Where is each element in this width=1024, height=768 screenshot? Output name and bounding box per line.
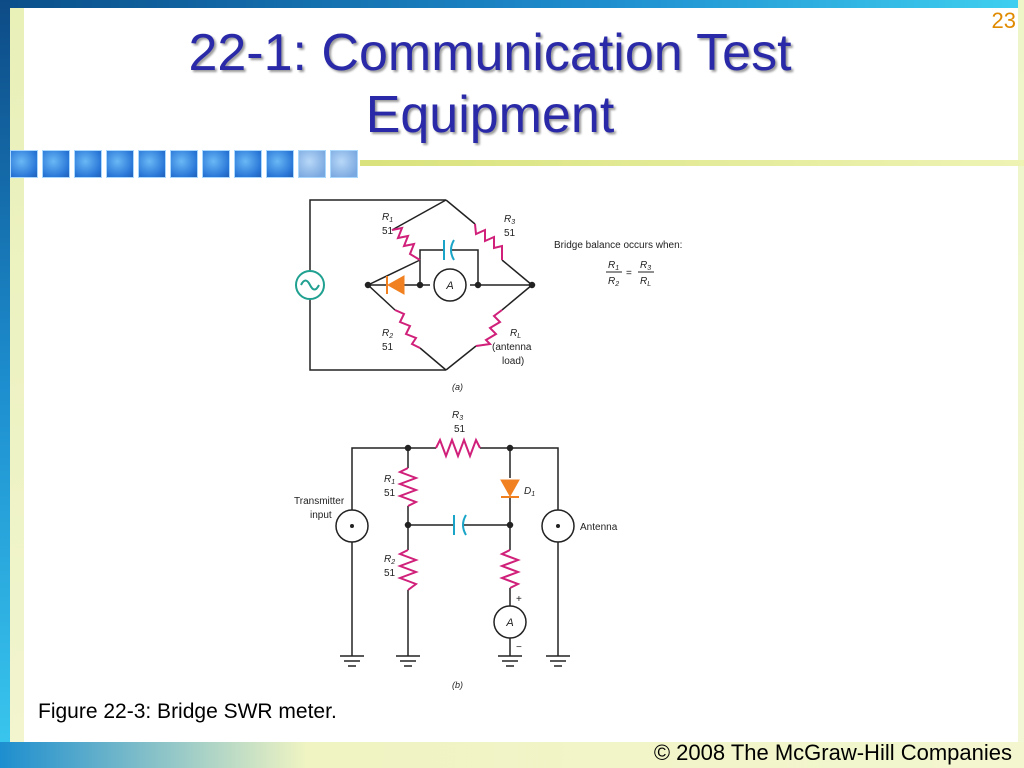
square-decoration [74, 150, 102, 178]
square-decoration [234, 150, 262, 178]
right-border [1018, 0, 1024, 768]
meter-minus-sign: − [516, 642, 522, 653]
bottom-border [0, 742, 1024, 768]
junction-dot [506, 521, 514, 529]
ground-icon [546, 655, 570, 667]
eq-num-right: R3 [640, 260, 651, 272]
antenna-dot [556, 524, 560, 528]
eq-num-left: R1 [608, 260, 619, 272]
title-rule [360, 160, 1024, 166]
resistor-r1-b-icon [397, 467, 419, 507]
junction-dot [528, 281, 536, 289]
top-border [0, 0, 1024, 8]
eq-equals: = [626, 268, 632, 279]
square-decoration [330, 150, 358, 178]
r1-b-label: R1 [384, 474, 395, 486]
r3-label: R3 [504, 214, 515, 226]
capacitor-curve-b-icon [462, 514, 467, 536]
wire [501, 284, 533, 311]
resistor-r1-icon [391, 226, 421, 261]
resistor-r3-b-icon [435, 437, 481, 459]
wire [445, 345, 477, 371]
bridge-swr-diagram: A R1 51 R3 51 R2 51 RL (antenna load) (a… [294, 199, 682, 690]
antenna-label: Antenna [580, 522, 618, 533]
ground-icon [340, 655, 364, 667]
junction-dot [364, 281, 372, 289]
slide-title: 22-1: Communication Test Equipment [40, 22, 940, 146]
junction-dot [416, 281, 424, 289]
junction-dot [404, 444, 412, 452]
left-accent-strip [10, 8, 24, 768]
rl-note-line-1: (antenna [492, 342, 532, 353]
resistor-r2-b-icon [397, 549, 419, 591]
capacitor-curve-icon [450, 239, 455, 261]
square-decoration [10, 150, 38, 178]
ground-icon [396, 655, 420, 667]
square-decoration [298, 150, 326, 178]
transmitter-dot [350, 524, 354, 528]
resistor-rl-icon [475, 309, 503, 347]
r2-b-label: R2 [384, 554, 395, 566]
wire [391, 199, 447, 231]
transmitter-label-line-1: Transmitter [294, 496, 345, 507]
ac-source-wave [300, 279, 320, 291]
title-line-2: Equipment [365, 86, 615, 144]
title-line-1: 22-1: Communication Test [188, 24, 792, 82]
ammeter-a-label: A [445, 280, 453, 292]
r2-label: R2 [382, 328, 393, 340]
resistor-r2-icon [394, 309, 421, 349]
diode-icon [386, 275, 405, 295]
r1-b-value: 51 [384, 488, 396, 499]
wire [367, 259, 421, 286]
eq-den-left: R2 [608, 276, 619, 288]
resistor-meter-b-icon [499, 549, 521, 589]
ammeter-b-icon [493, 605, 527, 639]
r1-value: 51 [382, 226, 394, 237]
diagram-a [295, 199, 536, 371]
square-decoration [202, 150, 230, 178]
wire [367, 284, 396, 311]
wire [480, 447, 559, 510]
r2-value: 51 [382, 342, 394, 353]
r2-b-value: 51 [384, 568, 396, 579]
wire [445, 199, 476, 225]
part-a-label: (a) [452, 382, 463, 392]
r3-value: 51 [504, 228, 516, 239]
wire [501, 259, 533, 286]
transmitter-label-line-2: input [310, 510, 332, 521]
square-decoration [266, 150, 294, 178]
diode-d1-icon [500, 479, 520, 498]
figure-caption: Figure 22-3: Bridge SWR meter. [38, 700, 337, 723]
junction-dot [506, 444, 514, 452]
rl-label: RL [510, 328, 521, 340]
resistor-r3-icon [474, 223, 503, 260]
decorative-squares [10, 150, 362, 180]
r3-b-value: 51 [454, 424, 466, 435]
part-b-label: (b) [452, 680, 463, 690]
rl-note-line-2: load) [502, 356, 524, 367]
r3-b-label: R3 [452, 410, 463, 422]
r1-label: R1 [382, 212, 393, 224]
square-decoration [106, 150, 134, 178]
left-border [0, 0, 10, 768]
meter-plus-sign: + [516, 594, 522, 605]
diagram-b [340, 444, 570, 667]
wire [419, 249, 444, 285]
d1-label: D1 [524, 486, 535, 498]
ammeter-a-icon [433, 268, 467, 302]
square-decoration [170, 150, 198, 178]
wire [419, 347, 447, 371]
wire [452, 249, 479, 285]
junction-dot [404, 521, 412, 529]
junction-dot [474, 281, 482, 289]
ammeter-b-label: A [505, 617, 513, 629]
copyright-notice: © 2008 The McGraw-Hill Companies [653, 740, 1012, 765]
square-decoration [138, 150, 166, 178]
ground-icon [498, 655, 522, 667]
balance-caption: Bridge balance occurs when: [554, 240, 682, 251]
eq-den-right: RL [640, 276, 651, 288]
square-decoration [42, 150, 70, 178]
slide-number: 23 [991, 8, 1016, 33]
